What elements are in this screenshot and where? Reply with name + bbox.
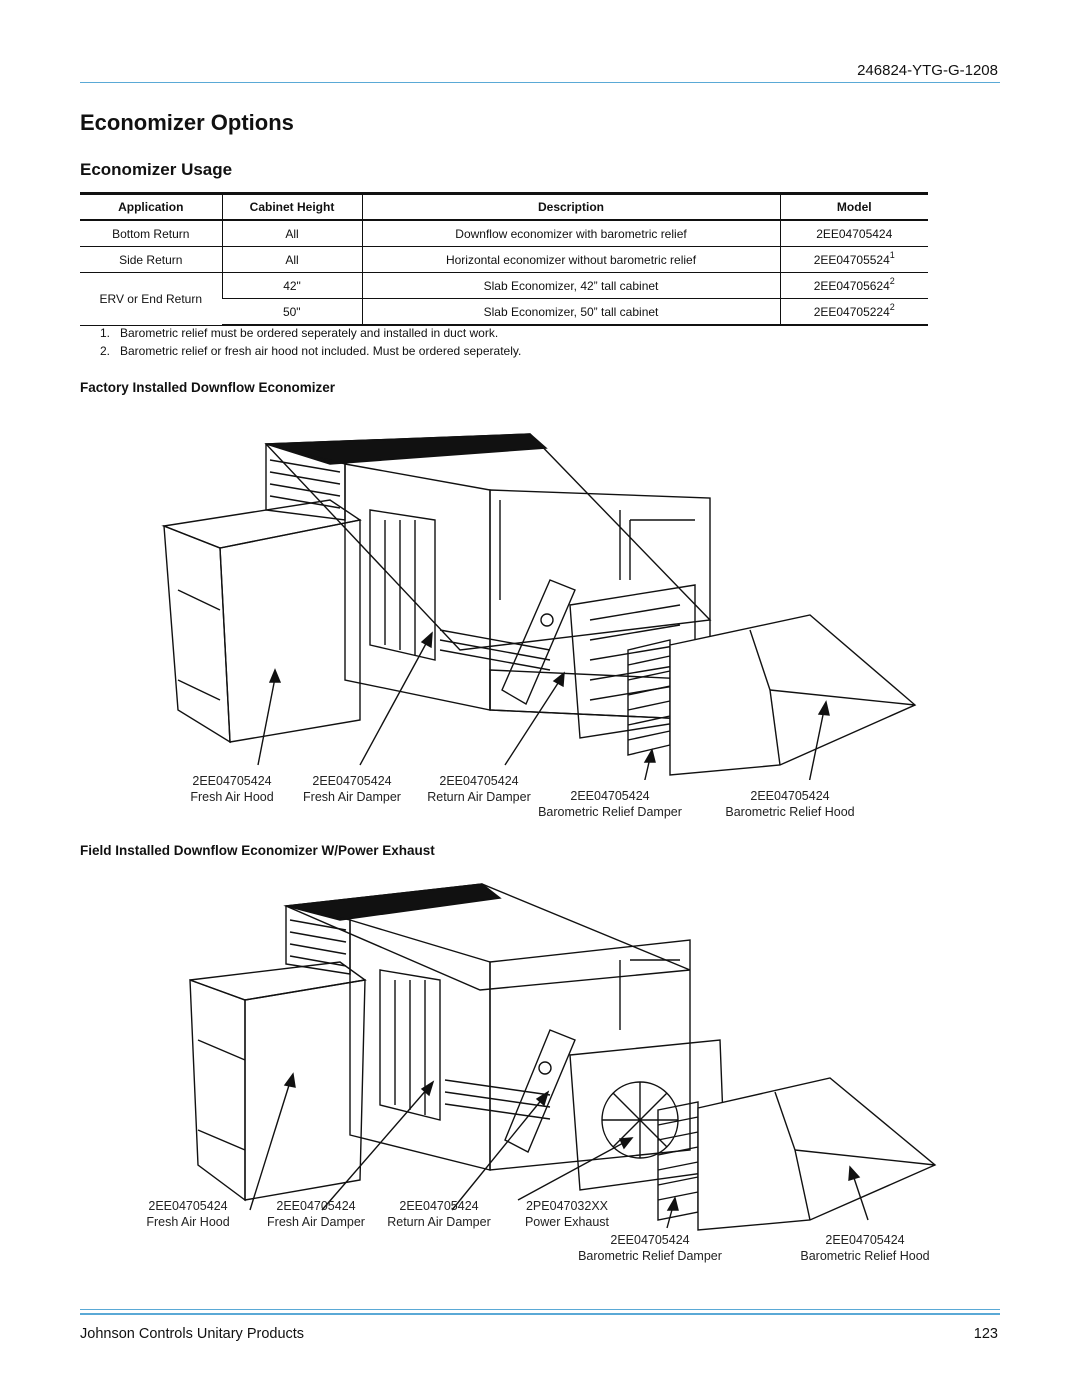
callout-barometric-relief-hood: 2EE04705424 Barometric Relief Hood xyxy=(800,1233,930,1263)
footnote-ref: 2 xyxy=(889,301,895,312)
cell-cabinet-height: All xyxy=(221,220,362,247)
footer-rule xyxy=(80,1309,1000,1310)
table-header-row: Application Cabinet Height Description M… xyxy=(80,192,928,221)
callout-barometric-relief-hood: 2EE04705424 Barometric Relief Hood xyxy=(725,789,855,819)
page-number: 123 xyxy=(973,1326,998,1342)
callout-return-air-damper: 2EE04705424 Return Air Damper xyxy=(427,774,531,804)
cell-application: ERV or End Return xyxy=(80,272,222,326)
cell-description: Horizontal economizer without barometric… xyxy=(361,246,780,273)
document-number: 246824-YTG-G-1208 xyxy=(857,62,998,79)
economizer-figure-2-illustration xyxy=(189,883,937,1231)
section-title: Economizer Usage xyxy=(80,160,233,179)
callout-fresh-air-damper: 2EE04705424 Fresh Air Damper xyxy=(303,774,401,804)
column-header-model: Model xyxy=(779,192,928,221)
cell-description: Slab Economizer, 42” tall cabinet xyxy=(361,272,780,299)
figure2-title: Field Installed Downflow Economizer W/Po… xyxy=(80,843,435,858)
model-number: 2EE04705524 xyxy=(813,252,890,267)
page-title: Economizer Options xyxy=(80,110,294,135)
cell-cabinet-height: All xyxy=(221,246,362,273)
table-row: Side Return All Horizontal economizer wi… xyxy=(80,246,928,273)
cell-description: Slab Economizer, 50” tall cabinet xyxy=(361,298,780,326)
callout-fresh-air-damper: 2EE04705424 Fresh Air Damper xyxy=(267,1199,365,1229)
cell-model: 2EE047052242 xyxy=(779,298,928,326)
cell-cabinet-height: 42" xyxy=(221,272,362,299)
table-row: 50" Slab Economizer, 50” tall cabinet 2E… xyxy=(80,298,928,326)
cell-description: Downflow economizer with barometric reli… xyxy=(361,220,780,247)
footer-rule-thick xyxy=(80,1313,1000,1315)
cell-cabinet-height: 50" xyxy=(222,298,362,326)
footnote-ref: 1 xyxy=(889,249,895,260)
table-row: Bottom Return All Downflow economizer wi… xyxy=(80,220,928,247)
cell-application: Bottom Return xyxy=(80,220,222,247)
header-rule xyxy=(80,82,1000,83)
callout-power-exhaust: 2PE047032XX Power Exhaust xyxy=(524,1199,610,1229)
callout-return-air-damper: 2EE04705424 Return Air Damper xyxy=(387,1199,491,1229)
footnote-ref: 2 xyxy=(889,275,895,286)
table-row: ERV or End Return 42" Slab Economizer, 4… xyxy=(80,272,928,326)
cell-application: Side Return xyxy=(80,246,222,273)
column-header-description: Description xyxy=(361,192,780,221)
footer-company: Johnson Controls Unitary Products xyxy=(80,1326,305,1342)
economizer-usage-table: Application Cabinet Height Description M… xyxy=(80,192,928,326)
column-header-application: Application xyxy=(80,192,222,221)
model-number: 2EE04705224 xyxy=(813,304,890,319)
cell-model: 2EE047055241 xyxy=(779,246,928,273)
column-header-cabinet-height: Cabinet Height xyxy=(221,192,362,221)
model-number: 2EE04705424 xyxy=(816,226,893,241)
model-number: 2EE04705624 xyxy=(813,278,890,293)
note-item: 2.Barometric relief or fresh air hood no… xyxy=(100,344,522,358)
note-item: 1.Barometric relief must be ordered sepe… xyxy=(100,326,499,340)
callout-barometric-relief-damper: 2EE04705424 Barometric Relief Damper xyxy=(538,789,682,819)
cell-model: 2EE04705424 xyxy=(779,220,928,247)
cell-model: 2EE047056242 xyxy=(779,272,928,299)
callout-fresh-air-hood: 2EE04705424 Fresh Air Hood xyxy=(146,1199,230,1229)
economizer-figure-1-illustration xyxy=(161,433,917,780)
table-notes: 1.Barometric relief must be ordered sepe… xyxy=(100,324,521,360)
callout-fresh-air-hood: 2EE04705424 Fresh Air Hood xyxy=(190,774,274,804)
figure1-title: Factory Installed Downflow Economizer xyxy=(80,380,336,395)
callout-barometric-relief-damper: 2EE04705424 Barometric Relief Damper xyxy=(578,1233,722,1263)
